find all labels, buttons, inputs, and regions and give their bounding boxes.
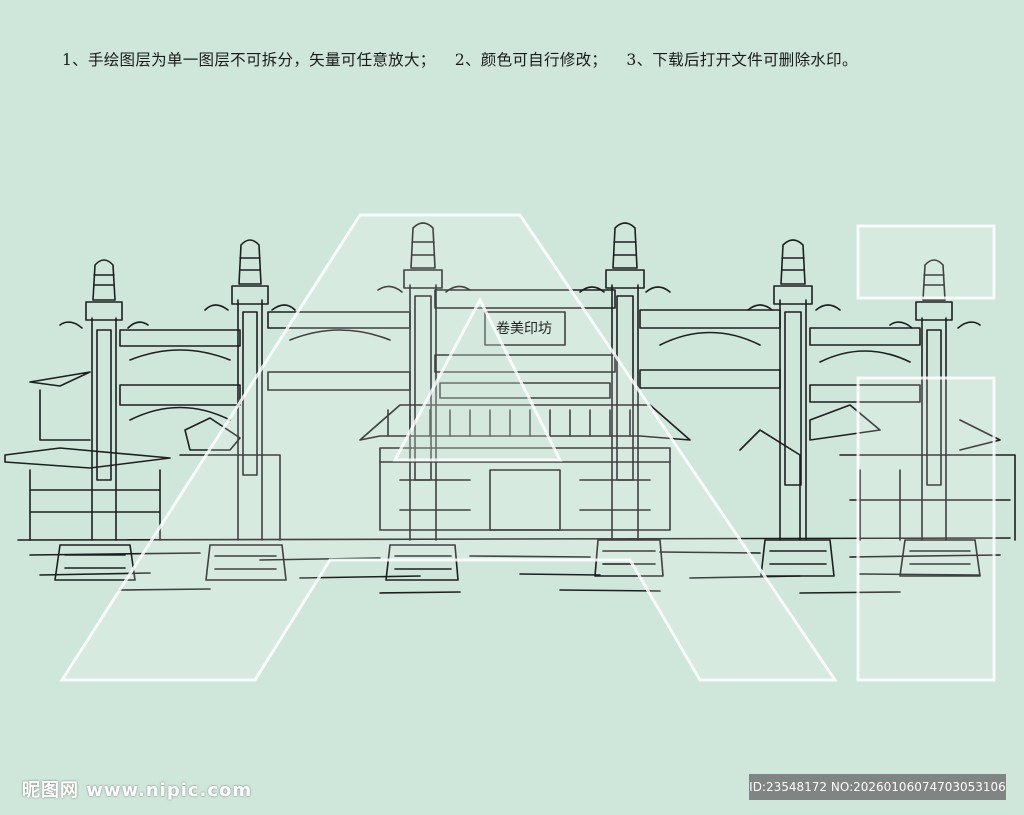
instruction-notes: 1、手绘图层为单一图层不可拆分，矢量可任意放大； 2、颜色可自行修改； 3、下载… [62,48,872,70]
site-watermark: 昵图网 www.nipic.com [22,780,253,801]
pillar-5 [747,239,841,577]
building-left [4,371,171,541]
pillar-6 [889,259,981,577]
instruction-3: 3、下载后打开文件可删除水印。 [626,51,858,69]
central-hall [359,404,691,531]
plaque-inscription: 卷美印坊 [496,321,552,337]
pillar-1 [54,259,149,581]
pillar-4 [579,222,671,577]
central-plaque [484,311,566,346]
instruction-1: 1、手绘图层为单一图层不可拆分，矢量可任意放大； [62,51,436,69]
pillar-2 [204,239,296,581]
ai-watermark [59,213,996,682]
image-id-badge: ID:23548172 NO:20260106074703053106 [749,774,1006,800]
building-right [809,404,1016,541]
pillar-3 [377,222,471,581]
ground-line [17,537,1011,541]
instruction-2: 2、颜色可自行修改； [454,51,608,69]
